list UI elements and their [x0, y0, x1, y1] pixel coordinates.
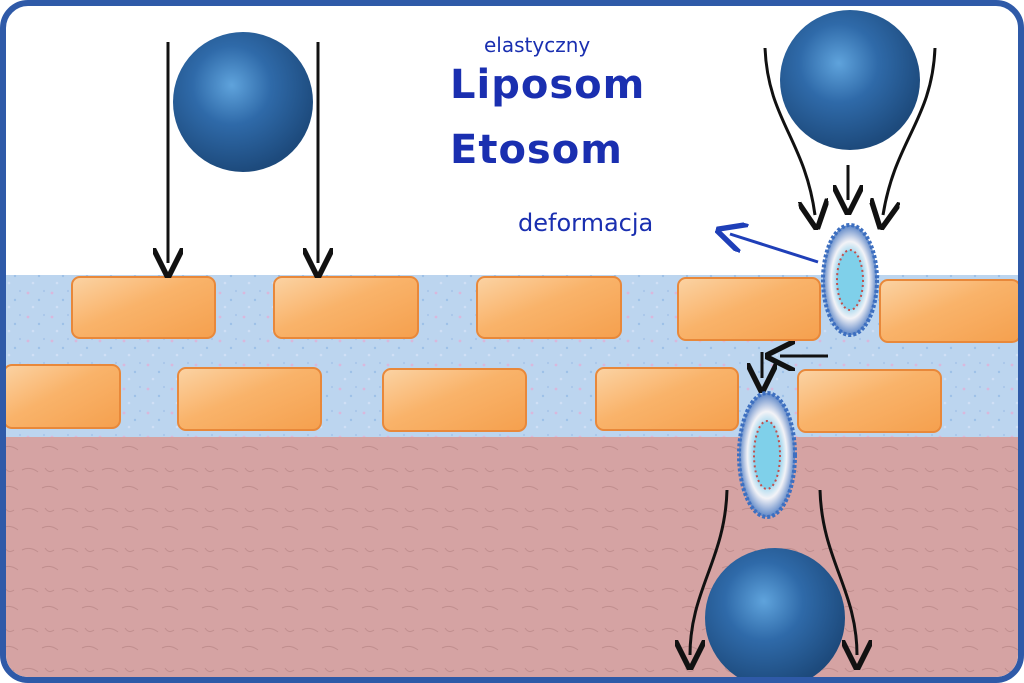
dermis-layer [6, 437, 1018, 677]
corneocyte-brick-icon [6, 364, 121, 429]
label-ethosome: Etosom [450, 127, 623, 173]
corneocyte-brick-icon [71, 276, 216, 339]
label-liposome: Liposom [450, 62, 646, 108]
corneocyte-brick-icon [595, 367, 739, 431]
corneocyte-brick-icon [476, 276, 622, 339]
diagram-canvas [6, 10, 1018, 677]
deformation-arrow-icon [730, 234, 819, 264]
corneocyte-brick-icon [677, 277, 821, 341]
corneocyte-row-top [71, 276, 1018, 343]
ethosome-sphere-icon [705, 548, 845, 677]
label-deformation: deformacja [518, 209, 654, 237]
corneocyte-row-bottom [6, 364, 942, 433]
deformed-ethosome-icon [737, 391, 797, 519]
liposome-sphere-icon [173, 32, 313, 172]
arrow-icon [818, 489, 857, 655]
arrow-icon [763, 47, 815, 215]
corneocyte-brick-icon [273, 276, 419, 339]
arrow-icon [883, 47, 937, 215]
corneocyte-brick-icon [382, 368, 527, 432]
arrow-icon [690, 489, 729, 655]
corneocyte-brick-icon [177, 367, 322, 431]
label-elastic: elastyczny [484, 33, 591, 57]
corneocyte-brick-icon [797, 369, 942, 433]
deformed-ethosome-icon [821, 223, 879, 337]
corneocyte-brick-icon [879, 279, 1018, 343]
ethosome-sphere-icon [780, 10, 920, 150]
